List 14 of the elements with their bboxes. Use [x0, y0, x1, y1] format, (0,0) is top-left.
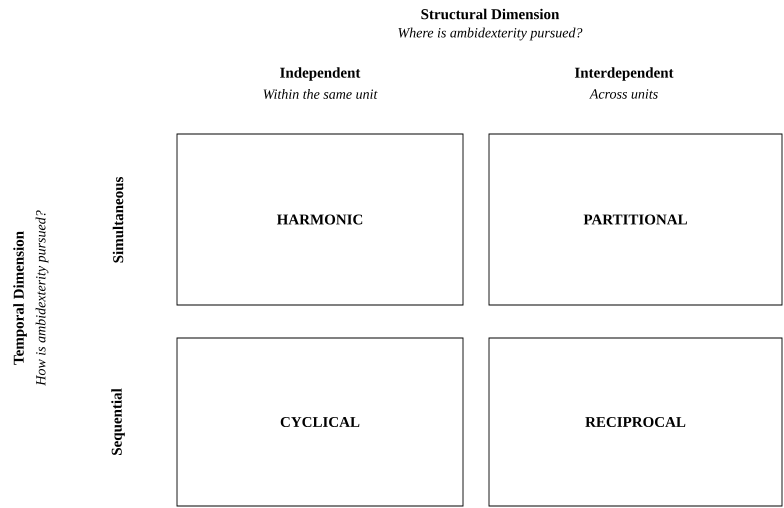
quadrant-box: PARTITIONAL [488, 134, 782, 306]
column-subheading: Within the same unit [264, 89, 378, 99]
axis-question: How is ambidexterity pursued? [36, 210, 48, 386]
axis-title: Temporal Dimension [13, 231, 27, 365]
row-heading: Simultaneous [112, 177, 124, 263]
row-heading: Sequential [111, 388, 125, 455]
column-heading: Independent [280, 67, 360, 81]
column-subheading: Across units [589, 89, 658, 99]
quadrant-box: RECIPROCAL [488, 338, 782, 506]
axis-title: Structural Dimension [421, 8, 560, 20]
quadrant-box: HARMONIC [176, 134, 464, 306]
column-heading: Interdependent [574, 67, 674, 81]
axis-question: Where is ambidexterity pursued? [398, 28, 582, 40]
quadrant-box: CYCLICAL [176, 338, 464, 506]
